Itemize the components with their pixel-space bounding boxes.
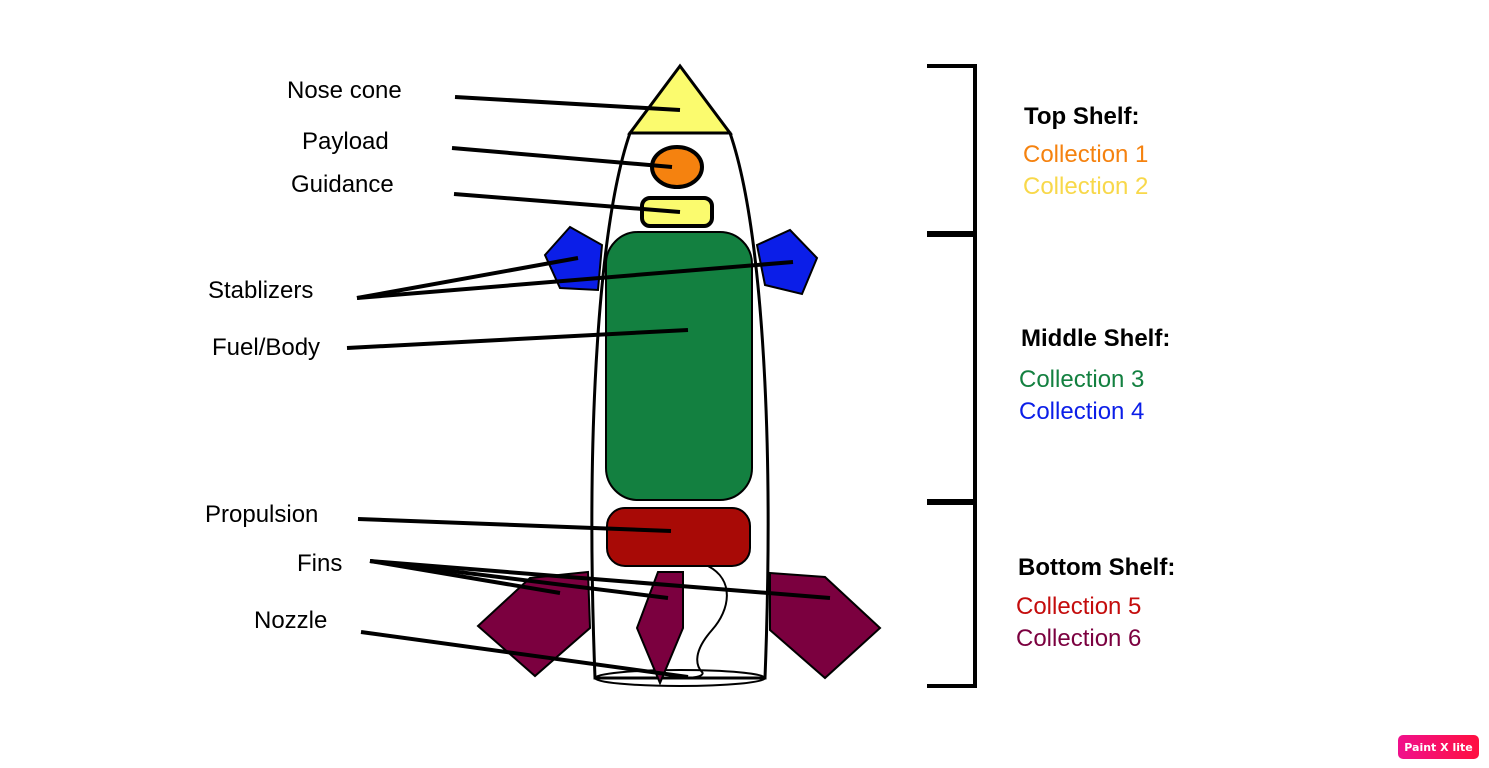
paint-x-lite-watermark: Paint X lite xyxy=(1398,735,1479,759)
label-stabilizers: Stablizers xyxy=(208,277,314,304)
label-payload: Payload xyxy=(302,128,389,155)
top-shelf-title: Top Shelf: xyxy=(1024,103,1140,130)
collection-1: Collection 1 xyxy=(1023,141,1149,168)
label-fins: Fins xyxy=(297,550,343,577)
collection-4: Collection 4 xyxy=(1019,398,1145,425)
fuel-body xyxy=(605,231,753,501)
nose-cone xyxy=(627,63,733,135)
collection-2: Collection 2 xyxy=(1023,173,1149,200)
fin-right xyxy=(769,571,882,680)
label-nozzle: Nozzle xyxy=(254,607,328,634)
fin-middle xyxy=(635,571,684,686)
collection-5: Collection 5 xyxy=(1016,593,1142,620)
propulsion xyxy=(606,507,751,567)
label-fuel-body: Fuel/Body xyxy=(212,334,321,361)
label-propulsion: Propulsion xyxy=(205,501,319,528)
label-guidance: Guidance xyxy=(291,171,394,198)
leader-lines xyxy=(346,95,831,679)
rocket-base xyxy=(594,669,766,687)
bottom-shelf-title: Bottom Shelf: xyxy=(1018,554,1176,581)
label-nose-cone: Nose cone xyxy=(287,77,402,104)
collection-6: Collection 6 xyxy=(1016,625,1142,652)
middle-shelf-title: Middle Shelf: xyxy=(1021,325,1171,352)
shelf-brackets xyxy=(927,64,977,688)
collection-3: Collection 3 xyxy=(1019,366,1145,393)
